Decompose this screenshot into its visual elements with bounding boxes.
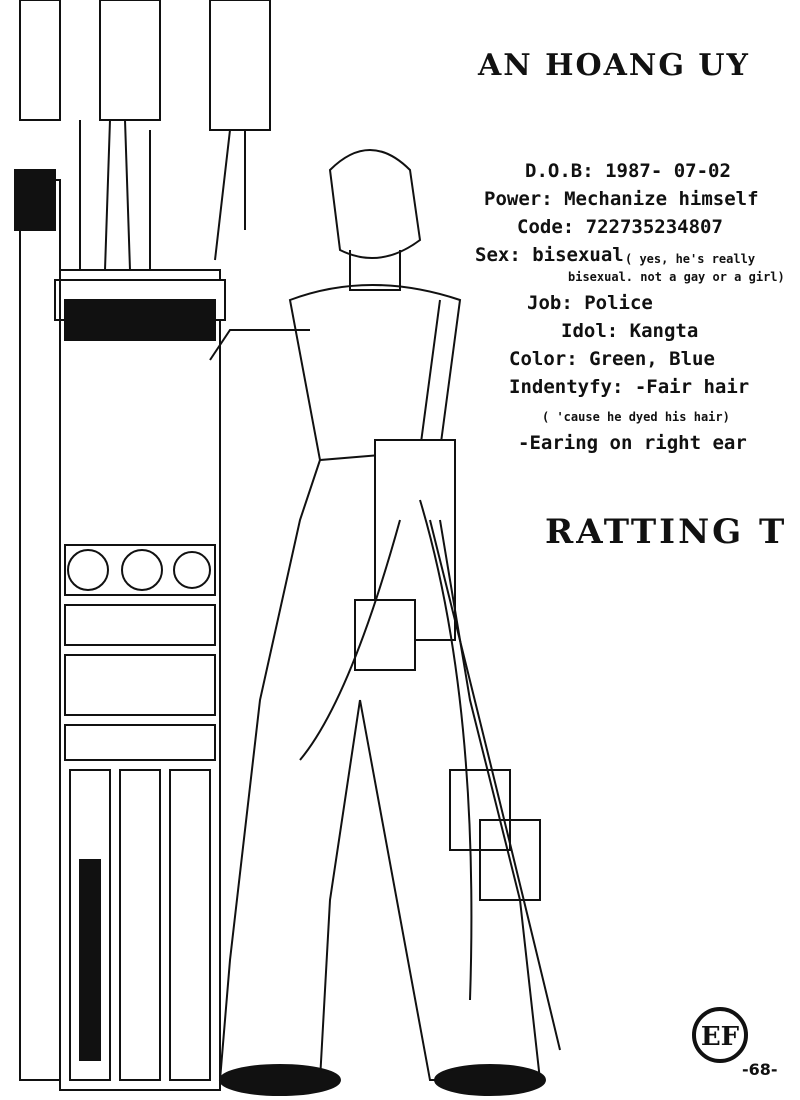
code-text: Code: 722735234807 — [517, 216, 723, 238]
idol-text: Idol: Kangta — [561, 320, 699, 342]
sex-note-1: ( yes, he's really — [625, 252, 756, 266]
identify-text: Indentyfy: -Fair hair — [509, 376, 750, 398]
identify-2-text: -Earing on right ear — [518, 432, 747, 454]
sex-note-2: bisexual. not a gay or a girl) — [568, 270, 785, 284]
color-text: Color: Green, Blue — [509, 348, 715, 370]
machine-tower — [14, 0, 271, 1091]
sex-text: Sex: bisexual — [475, 244, 624, 266]
svg-text:EF: EF — [701, 1022, 740, 1052]
dob-text: D.O.B: 1987- 07-02 — [525, 160, 731, 182]
power-text: Power: Mechanize himself — [484, 188, 759, 210]
rating-label: RATTING T — [545, 512, 788, 552]
publisher-logo: EF — [692, 1007, 748, 1063]
figure — [209, 149, 561, 1096]
character-name-title: AN HOANG UY — [478, 48, 750, 83]
identify-note: ( 'cause he dyed his hair) — [542, 410, 730, 424]
page-number: -68- — [742, 1060, 778, 1079]
job-text: Job: Police — [527, 292, 653, 314]
